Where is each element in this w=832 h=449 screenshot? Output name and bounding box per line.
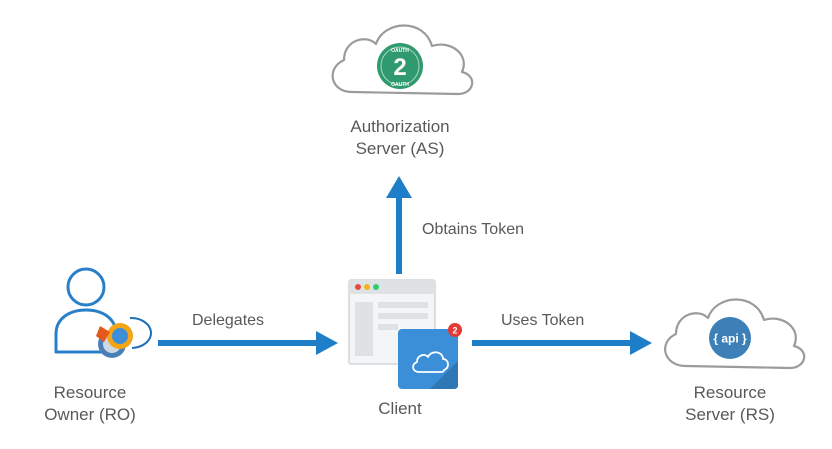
- oauth-badge-bottom-text: OAUTH: [391, 82, 409, 88]
- uses-token-label: Uses Token: [501, 312, 585, 329]
- notification-count: 2: [452, 326, 457, 336]
- notification-badge: [448, 323, 462, 337]
- api-badge-text: { api }: [713, 332, 747, 346]
- oauth-badge-number: 2: [393, 54, 406, 81]
- person-head-icon: [66, 267, 106, 307]
- as-cloud-outline-icon: [331, 24, 474, 96]
- resource-server-cloud: { api }: [664, 298, 806, 370]
- oauth-badge-top-text: OAUTH: [391, 48, 409, 54]
- uses-token-arrow: [472, 331, 652, 355]
- authorization-server-cloud: 2 OAUTH OAUTH: [331, 24, 474, 96]
- client-icon: 2: [348, 279, 462, 389]
- authorization-server-label: Authorization Server (AS): [330, 116, 470, 160]
- resource-owner-label: Resource Owner (RO): [20, 382, 160, 426]
- authorization-server-label-line2: Server (AS): [355, 139, 445, 158]
- resource-owner-icon: [54, 267, 153, 358]
- authorization-server-label-line1: Authorization: [350, 117, 450, 136]
- browser-logos-icon: [96, 316, 153, 358]
- resource-server-label-line1: Resource: [693, 383, 767, 402]
- obtains-token-label: Obtains Token: [422, 221, 524, 238]
- obtains-token-arrow: [386, 176, 412, 274]
- api-badge-icon: { api }: [709, 317, 751, 359]
- client-label: Client: [378, 399, 422, 418]
- resource-owner-label-line2: Owner (RO): [44, 405, 136, 424]
- rs-cloud-outline-icon: [664, 298, 806, 370]
- delegates-label: Delegates: [192, 312, 265, 329]
- resource-owner-label-line1: Resource: [53, 383, 127, 402]
- resource-server-label-line2: Server (RS): [685, 405, 775, 424]
- resource-server-label: Resource Server (RS): [660, 382, 800, 426]
- oauth-badge-icon: 2 OAUTH OAUTH: [377, 43, 423, 89]
- delegates-arrow: [158, 331, 338, 355]
- cloud-app-tile-icon: 2: [398, 323, 462, 389]
